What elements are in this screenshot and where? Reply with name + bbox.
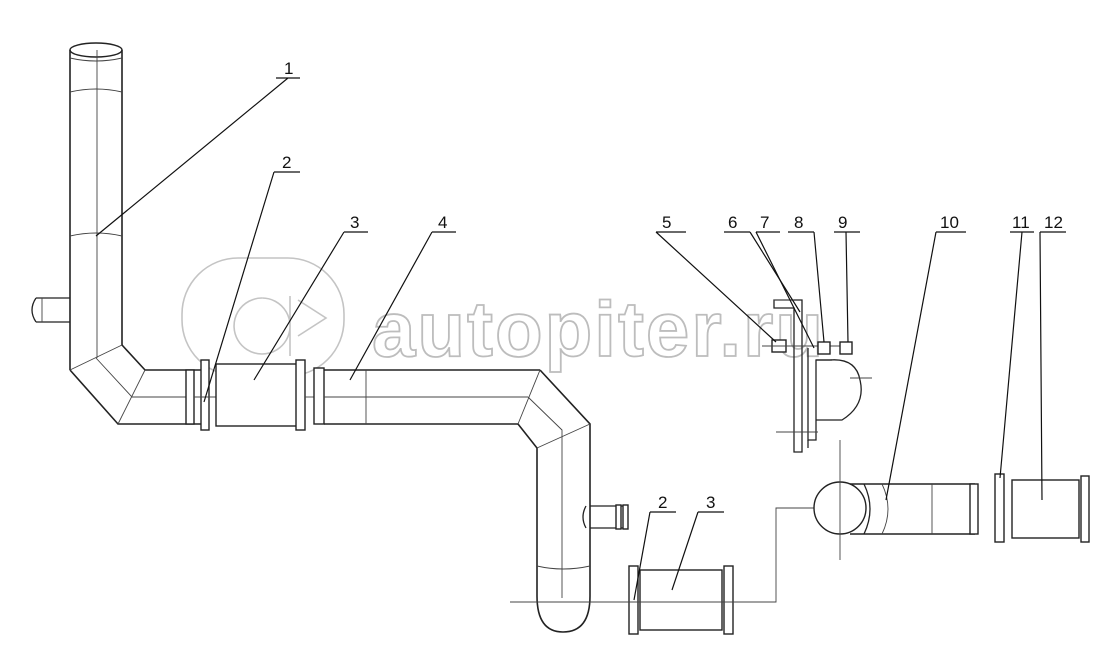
leader-lines: [95, 77, 1066, 601]
part-4-horizontal-pipe: [313, 367, 629, 633]
callout-3-upper: 3: [350, 213, 359, 232]
callout-4: 4: [438, 213, 447, 232]
callout-11: 11: [1012, 213, 1030, 232]
part-3-muffler-left: [215, 359, 316, 431]
callout-1: 1: [284, 59, 293, 78]
watermark-text: autopiter.ru: [372, 285, 825, 373]
watermark-logo-frame: [181, 257, 345, 377]
part-1-vertical-pipe: [31, 42, 205, 425]
callout-7: 7: [760, 213, 769, 232]
centerline-lower: [510, 507, 822, 603]
part-12-muffler-right: [1011, 475, 1090, 543]
part-3-muffler-lower: [639, 565, 734, 635]
watermark: autopiter.ru: [181, 257, 825, 377]
callout-10: 10: [940, 213, 959, 232]
part-11-flange-right: [994, 473, 1005, 543]
callout-5: 5: [662, 213, 671, 232]
callout-2-upper: 2: [282, 153, 291, 172]
callout-2-lower: 2: [658, 493, 667, 512]
part-2-flange-lower: [628, 565, 639, 635]
callout-3-lower: 3: [706, 493, 715, 512]
callout-numbers: 1 2 3 4 5 6 7 8 9 10 11 12 2 3: [282, 59, 1063, 512]
part-2-flange-left: [185, 359, 216, 431]
part-10-tail-pipe: [813, 440, 979, 560]
callout-9: 9: [838, 213, 847, 232]
callout-12: 12: [1044, 213, 1063, 232]
callout-8: 8: [794, 213, 803, 232]
a-arrow-logo-icon: [233, 296, 328, 356]
callout-6: 6: [728, 213, 737, 232]
